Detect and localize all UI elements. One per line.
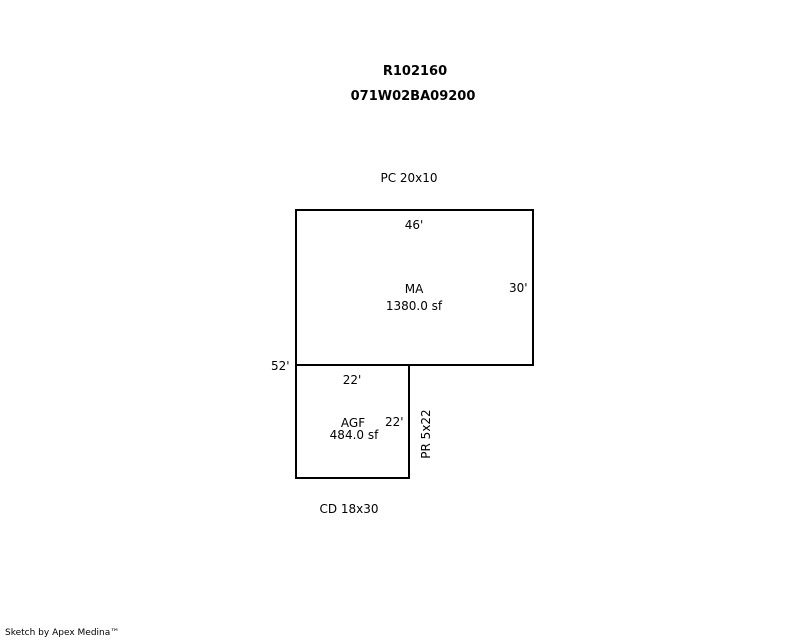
parcel-id: R102160 (382, 64, 448, 79)
garage-shape (295, 364, 410, 479)
porch-rear-label: PR 5x22 (419, 409, 433, 459)
deck-label: CD 18x30 (319, 502, 379, 516)
left-dimension: 52' (271, 359, 290, 373)
main-area-size: 1380.0 sf (385, 299, 443, 313)
main-top-dimension: 46' (404, 218, 424, 232)
garage-size: 484.0 sf (329, 428, 379, 442)
garage-right-dimension: 22' (385, 415, 404, 429)
garage-code: AGF (340, 416, 366, 430)
sketch-credit: Sketch by Apex Medina™ (5, 628, 120, 638)
main-right-dimension: 30' (509, 281, 528, 295)
main-area-code: MA (404, 282, 424, 296)
porch-covered-label: PC 20x10 (380, 171, 438, 185)
garage-top-dimension: 22' (342, 373, 362, 387)
map-number: 071W02BA09200 (350, 89, 476, 104)
main-area-shape (295, 209, 534, 366)
